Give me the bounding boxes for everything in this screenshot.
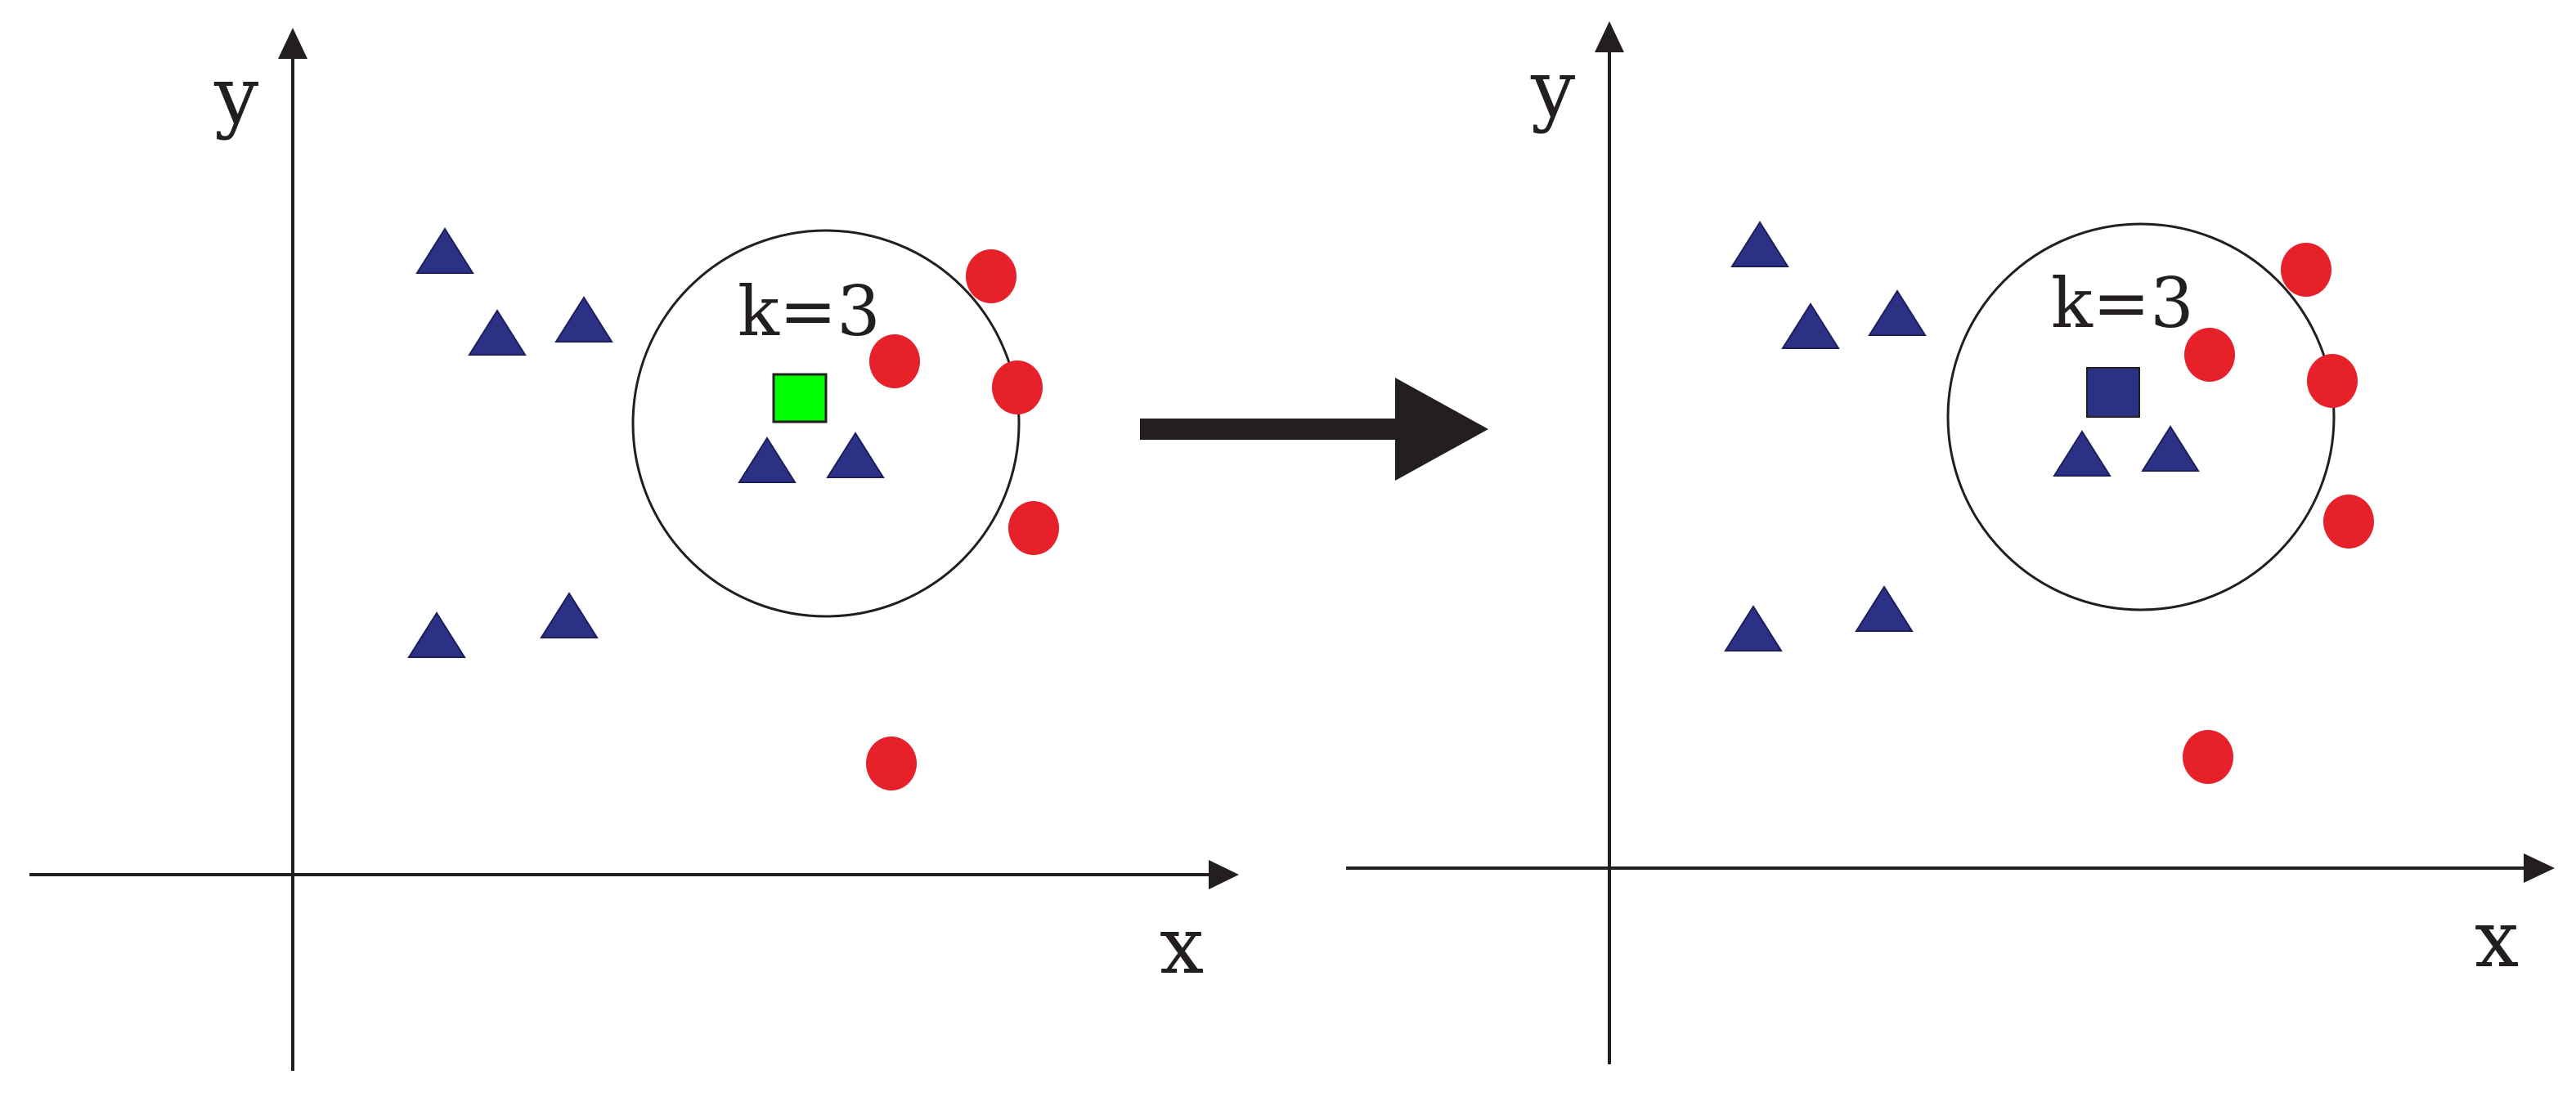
query-point bbox=[2086, 367, 2140, 418]
triangle-point bbox=[415, 227, 474, 274]
triangle-point bbox=[1781, 302, 1840, 349]
triangle-point bbox=[540, 592, 599, 638]
knn-neighborhood-circle bbox=[631, 229, 1021, 618]
y-axis-label: y bbox=[213, 50, 258, 141]
circle-point bbox=[966, 249, 1016, 303]
triangle-point bbox=[1855, 585, 1914, 632]
triangle-point bbox=[1868, 289, 1927, 336]
triangle-point bbox=[1730, 221, 1789, 267]
triangle-point bbox=[1724, 605, 1783, 651]
triangle-point bbox=[468, 309, 527, 356]
circle-point bbox=[869, 334, 920, 388]
triangle-point bbox=[2141, 425, 2200, 472]
x-axis-arrowhead bbox=[2524, 853, 2555, 883]
circle-point bbox=[2307, 354, 2358, 408]
circle-point bbox=[1008, 501, 1059, 555]
panel-after: y x k=3 bbox=[1346, 21, 2555, 1064]
k-label: k=3 bbox=[738, 271, 881, 351]
triangle-point bbox=[554, 296, 613, 343]
y-axis-arrowhead bbox=[278, 28, 307, 59]
triangle-point bbox=[2053, 430, 2112, 477]
k-label: k=3 bbox=[2051, 263, 2194, 343]
circle-point bbox=[2184, 328, 2235, 382]
circle-point bbox=[992, 360, 1043, 414]
x-axis-arrowhead bbox=[1209, 860, 1239, 889]
query-point bbox=[772, 373, 828, 423]
triangle-point bbox=[738, 437, 797, 483]
y-axis-arrowhead bbox=[1595, 21, 1624, 52]
x-axis-label: x bbox=[1160, 900, 1204, 992]
circle-point bbox=[2183, 730, 2233, 784]
panel-before: y x k=3 bbox=[29, 28, 1239, 1071]
triangle-point bbox=[407, 611, 466, 658]
y-axis-label: y bbox=[1530, 43, 1575, 135]
x-axis-label: x bbox=[2475, 893, 2519, 985]
arrow-right-icon bbox=[1140, 378, 1488, 481]
knn-neighborhood-circle bbox=[1946, 222, 2336, 611]
triangle-point bbox=[826, 432, 885, 478]
circle-point bbox=[866, 737, 917, 790]
circle-point bbox=[2323, 495, 2374, 548]
circle-point bbox=[2281, 243, 2331, 297]
